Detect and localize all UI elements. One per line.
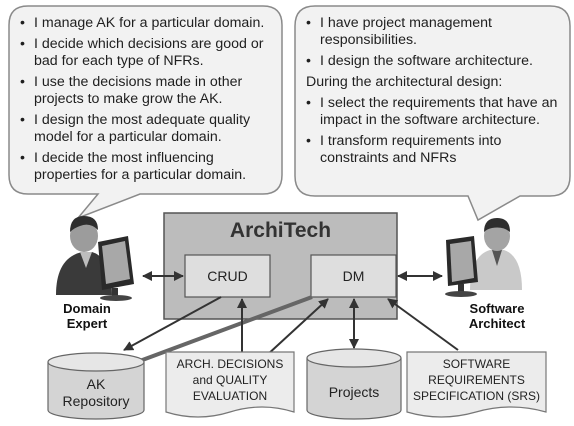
srs-label: SOFTWARE REQUIREMENTS SPECIFICATION (SRS… bbox=[412, 357, 541, 403]
left-bubble-list: I manage AK for a particular domain. I d… bbox=[20, 15, 272, 184]
arch-decisions-label: ARCH. DECISIONS and QUALITY EVALUATION bbox=[176, 357, 284, 403]
list-item: I design the most adequate quality model… bbox=[20, 112, 272, 146]
crud-module bbox=[184, 254, 271, 298]
software-architect-label: Software Architect bbox=[468, 301, 526, 331]
list-item: I have project management responsibiliti… bbox=[306, 15, 562, 49]
right-bubble-subheading: During the architectural design: bbox=[306, 74, 503, 90]
domain-expert-label: Domain Expert bbox=[63, 301, 111, 331]
list-item: I transform requirements into constraint… bbox=[306, 133, 562, 167]
decisions-dm-arrow bbox=[265, 298, 329, 357]
list-item: I design the software architecture. bbox=[306, 53, 562, 70]
right-bubble-list: I have project management responsibiliti… bbox=[306, 15, 562, 70]
list-item: I decide the most influencing properties… bbox=[20, 150, 272, 184]
dm-repository-arrow bbox=[123, 296, 222, 351]
software-architect-icon bbox=[445, 218, 522, 297]
domain-expert-icon bbox=[56, 216, 134, 301]
list-item: I use the decisions made in other projec… bbox=[20, 74, 272, 108]
crud-label: CRUD bbox=[207, 268, 248, 284]
list-item: I decide which decisions are good or bad… bbox=[20, 36, 272, 70]
list-item: I manage AK for a particular domain. bbox=[20, 15, 272, 32]
projects-label: Projects bbox=[328, 383, 380, 400]
arch-decisions-document bbox=[165, 351, 295, 418]
architech-title: ArchiTech bbox=[229, 219, 332, 242]
projects-store bbox=[306, 348, 402, 420]
dm-label: DM bbox=[342, 268, 365, 284]
ak-repository-store bbox=[47, 352, 145, 420]
crud-repository-line bbox=[136, 295, 313, 364]
srs-document bbox=[406, 351, 547, 418]
ak-repository-label: AK Repository bbox=[62, 376, 130, 409]
srs-dm-arrow bbox=[387, 298, 459, 351]
right-bubble-text: I have project management responsibiliti… bbox=[306, 15, 562, 171]
left-bubble-text: I manage AK for a particular domain. I d… bbox=[20, 15, 272, 188]
right-bubble-sublist: I select the requirements that have an i… bbox=[306, 95, 562, 167]
dm-module bbox=[310, 254, 397, 298]
list-item: I select the requirements that have an i… bbox=[306, 95, 562, 129]
